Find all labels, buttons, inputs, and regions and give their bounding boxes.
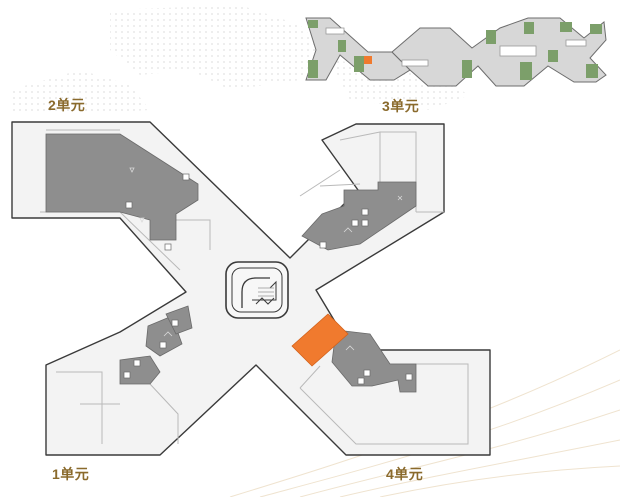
core-small-a — [165, 305, 193, 335]
stair-icon — [252, 280, 277, 305]
highlighted-apartment[interactable] — [291, 313, 349, 367]
key-plan — [305, 17, 607, 87]
dotted-map-background — [10, 5, 470, 115]
elevator-icon — [129, 167, 135, 173]
stair-icon — [345, 345, 355, 351]
shaft-icon — [397, 195, 403, 201]
unit-label-2: 2单元 — [48, 97, 86, 113]
central-stair-core — [225, 261, 289, 319]
core-unit4 — [331, 329, 417, 393]
unit-label-1: 1单元 — [52, 466, 90, 482]
stair-icon — [343, 227, 353, 233]
service-cores — [45, 133, 417, 393]
core-symbols — [129, 167, 403, 351]
unit-label-4: 4单元 — [386, 466, 424, 482]
unit-label-3: 3单元 — [382, 98, 420, 114]
keyplan-highlight — [364, 56, 372, 64]
core-unit2-large — [45, 133, 199, 241]
stair-icon — [163, 331, 173, 337]
elevator-icon — [139, 217, 145, 223]
utility-boxes — [123, 173, 413, 385]
core-unit3 — [301, 181, 417, 251]
